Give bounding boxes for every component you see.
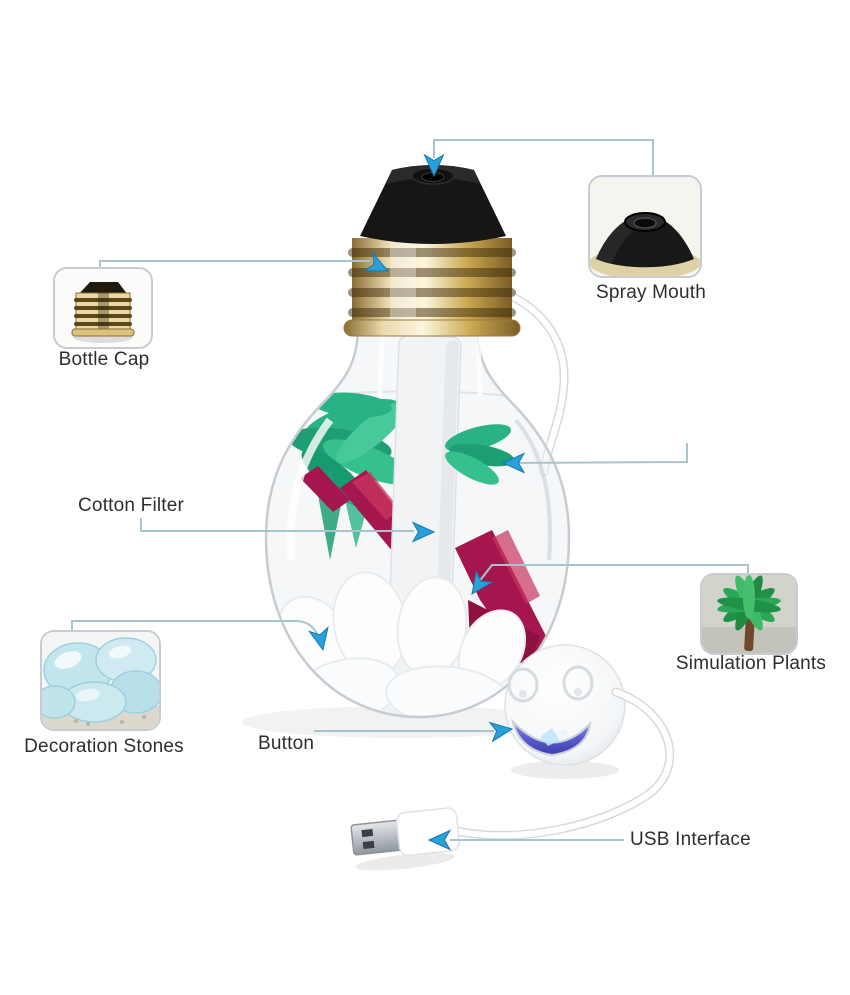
decoration-stones-photo-icon <box>42 632 159 729</box>
smiley-left-eye <box>507 667 539 703</box>
usb-interface-label: USB Interface <box>630 829 751 850</box>
smiley-button-device <box>504 644 626 779</box>
cotton-filter-label: Cotton Filter <box>78 495 185 516</box>
usb-cable <box>491 285 569 477</box>
glass-shade <box>514 418 552 561</box>
spray-mouth-thumbnail <box>588 175 702 278</box>
button-label: Button <box>258 733 315 754</box>
neck-highlight <box>377 333 483 397</box>
spray-nozzle <box>360 165 506 244</box>
callout-lines <box>71 139 749 841</box>
usb-cable-lower <box>447 687 675 840</box>
bottle-cap-photo-icon <box>55 269 151 347</box>
simulation-plants-thumbnail <box>700 573 798 655</box>
gold-bottle-cap <box>343 238 521 337</box>
decoration-stones-label: Decoration Stones <box>24 736 184 757</box>
smiley-right-eye <box>562 665 594 701</box>
simulation-plants-photo-icon <box>702 575 796 653</box>
bottle-cap-label: Bottle Cap <box>58 349 150 370</box>
spray-mouth-line <box>433 139 654 175</box>
cotton-filter-line <box>140 518 414 532</box>
spray-mouth-photo-icon <box>590 177 700 276</box>
decoration-stones-thumbnail <box>40 630 161 731</box>
simulation-plants-upper-line <box>507 443 688 464</box>
simulation-plants-lower-line <box>477 564 749 584</box>
spray-mouth-label: Spray Mouth <box>596 282 706 303</box>
usb-plug <box>350 807 460 871</box>
simulation-plants-label: Simulation Plants <box>675 653 827 674</box>
palm-fronds-right <box>445 424 515 485</box>
glass-highlight <box>286 417 334 561</box>
bottle-cap-line <box>99 260 370 268</box>
bottle-cap-thumbnail <box>53 267 153 349</box>
